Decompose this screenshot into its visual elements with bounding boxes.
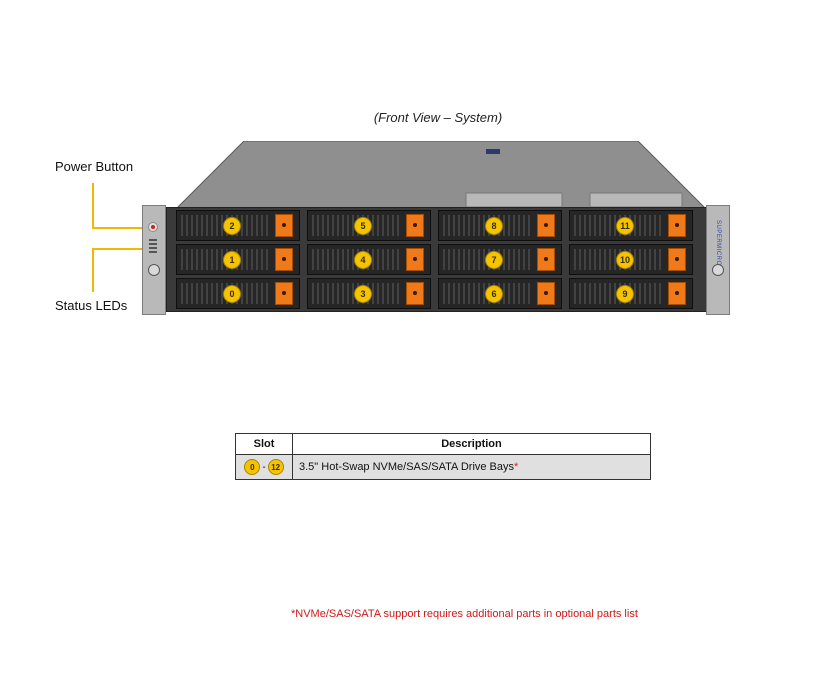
left-ear-screw xyxy=(148,264,160,276)
drive-bay-slot-0[interactable]: 0 xyxy=(176,278,300,309)
drive-bay-slot-4[interactable]: 4 xyxy=(307,244,431,275)
slot-number-badge: 6 xyxy=(485,285,503,303)
slot-number-badge: 5 xyxy=(354,217,372,235)
slot-end-badge: 12 xyxy=(267,459,284,475)
description-cell: 3.5" Hot-Swap NVMe/SAS/SATA Drive Bays* xyxy=(292,454,651,480)
footnote-text: *NVMe/SAS/SATA support requires addition… xyxy=(291,608,638,620)
drive-release-latch[interactable] xyxy=(275,282,293,305)
status-led xyxy=(149,251,157,253)
slot-number-badge: 3 xyxy=(354,285,372,303)
power-callout-line-horizontal xyxy=(92,227,142,229)
drive-release-latch[interactable] xyxy=(668,282,686,305)
drive-release-latch[interactable] xyxy=(406,248,424,271)
drive-bay-slot-2[interactable]: 2 xyxy=(176,210,300,241)
slot-description-table: Slot Description 0-12 3.5" Hot-Swap NVMe… xyxy=(235,433,651,480)
front-view-caption: (Front View – System) xyxy=(373,110,503,125)
drive-release-latch[interactable] xyxy=(537,248,555,271)
table-header-row: Slot Description xyxy=(235,433,651,455)
leds-callout-line-horizontal xyxy=(92,248,142,250)
drive-release-latch[interactable] xyxy=(406,282,424,305)
drive-release-latch[interactable] xyxy=(668,214,686,237)
slot-number-badge: 1 xyxy=(223,251,241,269)
status-leds xyxy=(149,239,159,255)
power-callout-line-vertical xyxy=(92,183,94,229)
status-led xyxy=(149,247,157,249)
status-leds-callout-label: Status LEDs xyxy=(55,298,128,313)
drive-bay-slot-6[interactable]: 6 xyxy=(438,278,562,309)
drive-bay-slot-8[interactable]: 8 xyxy=(438,210,562,241)
chassis-top-panel xyxy=(176,141,706,209)
status-led xyxy=(149,239,157,241)
footnote-asterisk: * xyxy=(514,461,519,473)
description-column-header: Description xyxy=(292,433,651,455)
brand-logo: SUPERMICRO xyxy=(715,220,721,266)
slot-number-badge: 0 xyxy=(223,285,241,303)
right-ear-screw xyxy=(712,264,724,276)
slot-range-separator: - xyxy=(262,461,266,473)
slot-column-header: Slot xyxy=(235,433,293,455)
slot-range-cell: 0-12 xyxy=(235,454,293,480)
drive-bay-slot-5[interactable]: 5 xyxy=(307,210,431,241)
drive-bay-slot-3[interactable]: 3 xyxy=(307,278,431,309)
drive-bay-slot-7[interactable]: 7 xyxy=(438,244,562,275)
table-row: 0-12 3.5" Hot-Swap NVMe/SAS/SATA Drive B… xyxy=(235,454,651,480)
left-rack-ear xyxy=(142,205,166,315)
drive-bay-slot-11[interactable]: 11 xyxy=(569,210,693,241)
slot-start-badge: 0 xyxy=(244,459,261,475)
drive-release-latch[interactable] xyxy=(275,214,293,237)
power-button-callout-label: Power Button xyxy=(55,159,134,174)
slot-number-badge: 11 xyxy=(616,217,634,235)
drive-bay-slot-10[interactable]: 10 xyxy=(569,244,693,275)
drive-release-latch[interactable] xyxy=(275,248,293,271)
right-rack-ear: SUPERMICRO xyxy=(706,205,730,315)
slot-number-badge: 10 xyxy=(616,251,634,269)
drive-release-latch[interactable] xyxy=(537,214,555,237)
slot-number-badge: 2 xyxy=(223,217,241,235)
slot-number-badge: 8 xyxy=(485,217,503,235)
slot-number-badge: 9 xyxy=(616,285,634,303)
status-led xyxy=(149,243,157,245)
drive-bay-description: 3.5" Hot-Swap NVMe/SAS/SATA Drive Bays xyxy=(299,461,515,473)
drive-release-latch[interactable] xyxy=(406,214,424,237)
leds-callout-line-vertical xyxy=(92,248,94,292)
drive-bay-slot-1[interactable]: 1 xyxy=(176,244,300,275)
slot-number-badge: 7 xyxy=(485,251,503,269)
drive-bay-slot-9[interactable]: 9 xyxy=(569,278,693,309)
drive-release-latch[interactable] xyxy=(668,248,686,271)
drive-release-latch[interactable] xyxy=(537,282,555,305)
slot-number-badge: 4 xyxy=(354,251,372,269)
power-button[interactable] xyxy=(148,222,158,232)
